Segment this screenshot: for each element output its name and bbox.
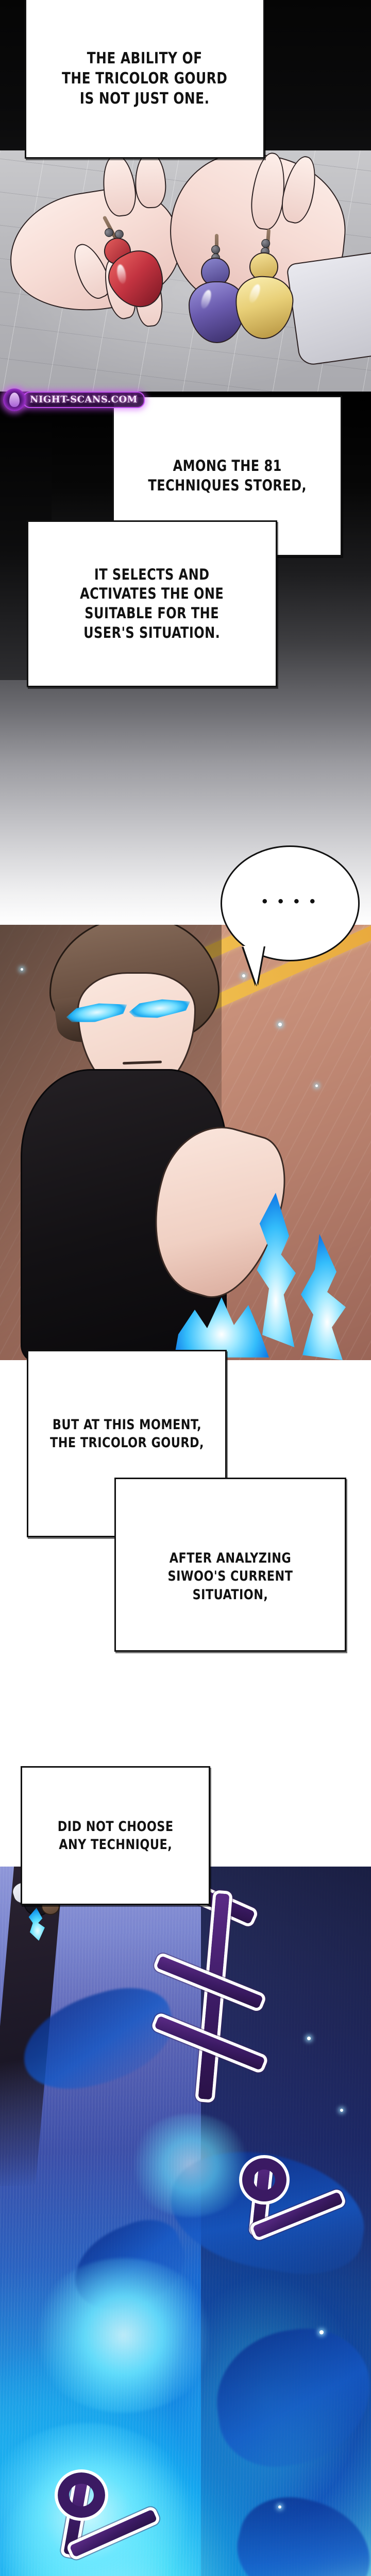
spark [315,1084,318,1087]
caption-box-5: AFTER ANALYZING SIWOO'S CURRENT SITUATIO… [114,1478,346,1652]
caption-box-3: IT SELECTS AND ACTIVATES THE ONE SUITABL… [27,520,277,687]
caption-box-1: THE ABILITY OF THE TRICOLOR GOURD IS NOT… [25,0,265,159]
sleeve-cuff [285,251,371,367]
speech-bubble: • • • • [221,845,360,961]
spark [278,2505,281,2509]
caption-text: AFTER ANALYZING SIWOO'S CURRENT SITUATIO… [167,1550,293,1603]
spark [21,968,23,971]
yellow-gourd-charm [230,229,298,342]
speech-bubble-text: • • • • [262,892,318,910]
panel-blue-energy-surge [0,1867,371,2576]
watermark-text: NIGHT-SCANS.COM [23,392,145,408]
energy-glow [129,2114,252,2217]
night-scans-logo-icon [3,388,26,411]
bead [211,245,220,254]
energy-glow [31,2258,216,2413]
caption-text: DID NOT CHOOSE ANY TECHNIQUE, [57,1818,174,1853]
panel-hands-holding-gourd [0,0,371,392]
panel-siwoo-glowing-eyes [0,925,371,1360]
caption-text: BUT AT THIS MOMENT, THE TRICOLOR GOURD, [49,1416,204,1451]
spark [307,2037,311,2040]
spark [319,2330,324,2334]
speech-bubble-tail [243,946,264,985]
watermark-top: NIGHT-SCANS.COM [3,388,145,411]
gourd-body [233,274,295,341]
caption-text: IT SELECTS AND ACTIVATES THE ONE SUITABL… [80,565,224,641]
caption-text: THE ABILITY OF THE TRICOLOR GOURD IS NOT… [62,49,228,108]
caption-text: AMONG THE 81 TECHNIQUES STORED, [148,457,307,494]
caption-box-6: DID NOT CHOOSE ANY TECHNIQUE, [21,1766,210,1905]
spark [340,2109,343,2112]
spark [278,1023,282,1026]
